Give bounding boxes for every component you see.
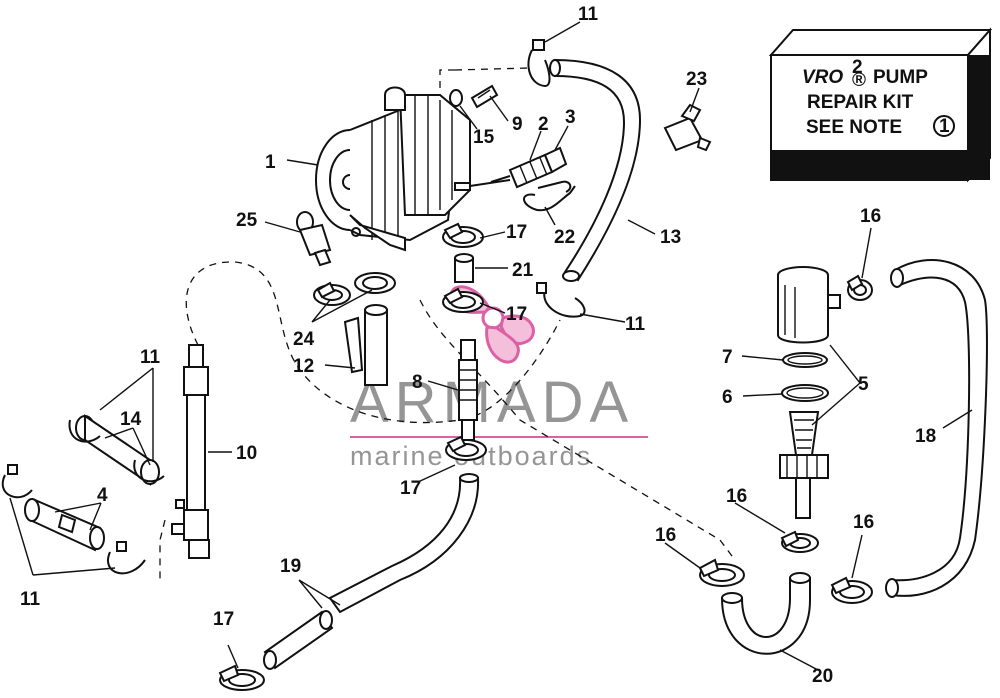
callout-5: 5 <box>858 374 869 395</box>
callout-16-left: 16 <box>655 525 676 546</box>
callout-19: 19 <box>280 556 301 577</box>
fitting-2-3 <box>490 146 568 189</box>
callout-20: 20 <box>812 666 833 687</box>
callout-14: 14 <box>120 409 142 430</box>
callout-6: 6 <box>722 387 733 408</box>
watermark-brand: ARMADA <box>350 370 634 435</box>
clamp-11-middle <box>536 282 586 318</box>
callout-numbers: 1 2 3 4 5 6 7 8 9 10 11 11 11 11 12 13 1… <box>20 4 936 687</box>
callout-15: 15 <box>473 127 495 148</box>
callout-11-left-lower: 11 <box>20 589 41 610</box>
hose-21 <box>454 253 474 283</box>
callout-22: 22 <box>554 227 575 248</box>
callout-3: 3 <box>565 107 576 128</box>
filter-10 <box>171 344 210 559</box>
clamp-17-middle <box>442 287 484 313</box>
clip-22 <box>523 180 576 212</box>
elbow-23 <box>663 103 712 152</box>
clamp-16-mid <box>780 530 819 553</box>
callout-13: 13 <box>660 227 681 248</box>
callout-16-top: 16 <box>860 206 881 227</box>
clamp-16-left <box>698 558 745 587</box>
kit-repair-text: REPAIR KIT <box>807 92 914 113</box>
hose-19 <box>263 473 480 670</box>
callout-17-lower: 17 <box>400 478 421 499</box>
clamps-24 <box>313 272 396 306</box>
armada-watermark: ARMADA marine outboards <box>350 285 648 471</box>
note-circle <box>933 115 955 137</box>
callout-12: 12 <box>293 356 314 377</box>
washer-15 <box>449 89 463 107</box>
callout-11-left-upper: 11 <box>140 347 161 368</box>
leader-lines <box>9 21 973 671</box>
callout-10: 10 <box>236 443 257 464</box>
callout-8: 8 <box>412 372 423 393</box>
callout-16-mid: 16 <box>726 486 747 507</box>
callout-1: 1 <box>265 152 276 173</box>
clamp-17-lower <box>445 435 487 461</box>
repair-kit-box: VRO 2 ® PUMP REPAIR KIT SEE NOTE 1 <box>768 27 993 183</box>
screw-9 <box>470 84 499 109</box>
o-ring-7 <box>782 352 828 368</box>
callout-17-upper: 17 <box>506 222 527 243</box>
callout-18: 18 <box>915 426 936 447</box>
strainer-element <box>779 411 829 519</box>
kit-seenote-text: SEE NOTE <box>806 117 902 138</box>
callout-9: 9 <box>512 114 523 135</box>
callout-17-bottom: 17 <box>213 609 234 630</box>
hose-4 <box>24 498 105 552</box>
gasket-6 <box>781 384 829 402</box>
callout-4: 4 <box>97 485 108 506</box>
callout-2: 2 <box>538 114 549 135</box>
callout-23: 23 <box>686 69 707 90</box>
hose-13 <box>549 58 642 282</box>
hose-20 <box>720 572 811 655</box>
filter-5 <box>777 266 841 344</box>
kit-registered-text: ® <box>852 70 866 91</box>
clamp-11-top <box>527 39 551 88</box>
hose-18 <box>885 259 988 598</box>
callout-16-right: 16 <box>853 512 874 533</box>
kit-pump-text: PUMP <box>873 67 928 88</box>
connector-8 <box>458 339 478 441</box>
valve-25 <box>296 211 332 267</box>
callout-11-middle: 11 <box>625 314 646 335</box>
callout-25: 25 <box>236 210 258 231</box>
clamps-11-left <box>1 464 146 575</box>
callout-7: 7 <box>722 347 733 368</box>
kit-superscript-text: 2 <box>852 57 863 78</box>
fuel-pump <box>315 86 511 252</box>
hose-12 <box>343 304 388 386</box>
callout-24: 24 <box>293 329 315 350</box>
callout-21: 21 <box>512 260 534 281</box>
kit-note-number: 1 <box>939 116 950 137</box>
clamp-17-bottom <box>218 664 265 691</box>
callout-11-top: 11 <box>578 4 599 25</box>
kit-brand-text: VRO <box>802 67 843 88</box>
fitting-14 <box>68 414 165 486</box>
clamp-16-right <box>830 576 873 604</box>
clamp-17-upper <box>442 222 484 248</box>
clamp-16-top <box>846 274 873 301</box>
callout-17-middle: 17 <box>506 304 527 325</box>
